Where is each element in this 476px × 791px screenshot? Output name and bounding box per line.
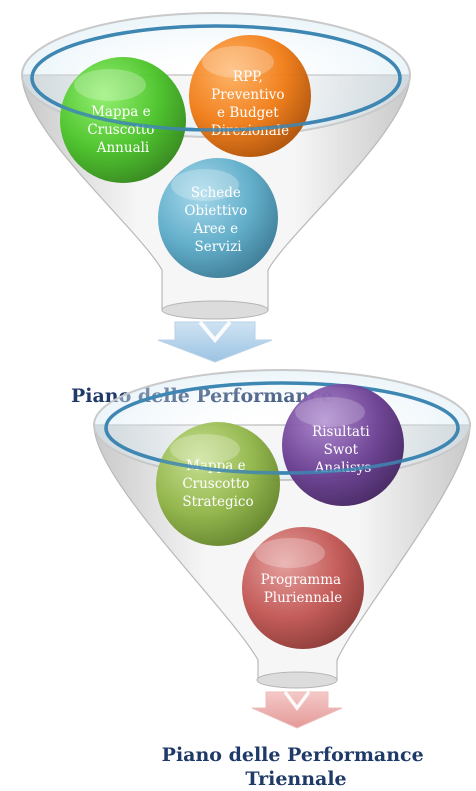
ball-schede-text: Schede Obiettivo Aree e Servizi (184, 185, 251, 255)
ball-pluriennale-text: Programma Pluriennale (261, 572, 346, 606)
ball-rpp: RPP, Preventivo e Budget Direzionale (189, 35, 311, 157)
down-arrow-icon-bottom (251, 690, 343, 729)
ball-mappa-strategico: Mappa e Cruscotto Strategico (156, 422, 280, 546)
ball-swot: Risultati Swot Analisys (282, 384, 404, 506)
ball-pluriennale: Programma Pluriennale (242, 527, 364, 649)
bottom-funnel-rim (93, 369, 471, 481)
ball-schede: Schede Obiettivo Aree e Servizi (158, 158, 278, 278)
ball-swot-text: Risultati Swot Analisys (312, 424, 374, 476)
down-arrow-icon (157, 320, 273, 363)
ball-mappa-annuali: Mappa e Cruscotto Annuali (60, 57, 186, 183)
ball-mappa-annuali-text: Mappa e Cruscotto Annuali (87, 104, 158, 156)
output-label-triennale: Piano delle Performance Triennale (162, 744, 431, 790)
